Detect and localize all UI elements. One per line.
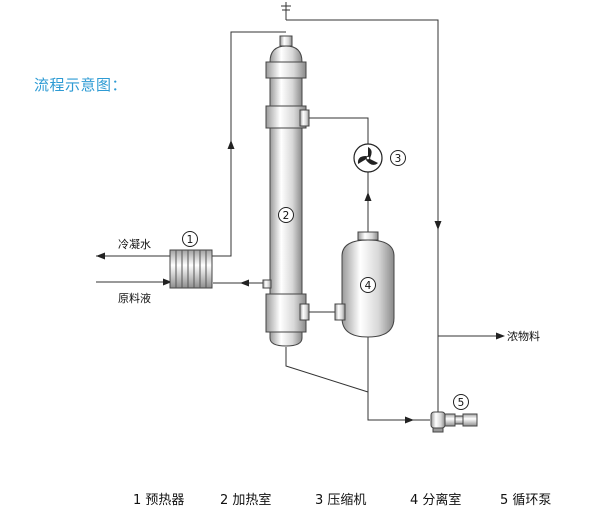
circulation-pump: 5 (430, 394, 478, 433)
label-feed: 原料液 (118, 291, 151, 305)
legend-item-compressor: 3 压缩机 (315, 493, 367, 508)
process-schematic: 1 2 3 (96, 2, 540, 433)
legend-item-separator: 4 分离室 (410, 493, 462, 508)
legend-item-heating-chamber: 2 加热室 (220, 493, 272, 508)
label-product: 浓物料 (507, 329, 540, 343)
equipment-number-5: 5 (458, 397, 465, 409)
diagram-title: 流程示意图： (34, 76, 128, 94)
heating-chamber: 2 (262, 35, 310, 347)
legend-item-pump: 5 循环泵 (500, 493, 552, 508)
equipment-number-4: 4 (365, 280, 372, 292)
equipment-number-1: 1 (187, 234, 194, 246)
compressor: 3 (353, 143, 406, 173)
separator: 4 (334, 231, 395, 338)
equipment-number-3: 3 (395, 153, 402, 165)
label-condensate: 冷凝水 (118, 237, 151, 251)
preheater: 1 (169, 231, 213, 289)
legend-item-preheater: 1 预热器 (133, 493, 185, 508)
flow-arrows (96, 140, 505, 424)
equipment-number-2: 2 (283, 210, 290, 222)
